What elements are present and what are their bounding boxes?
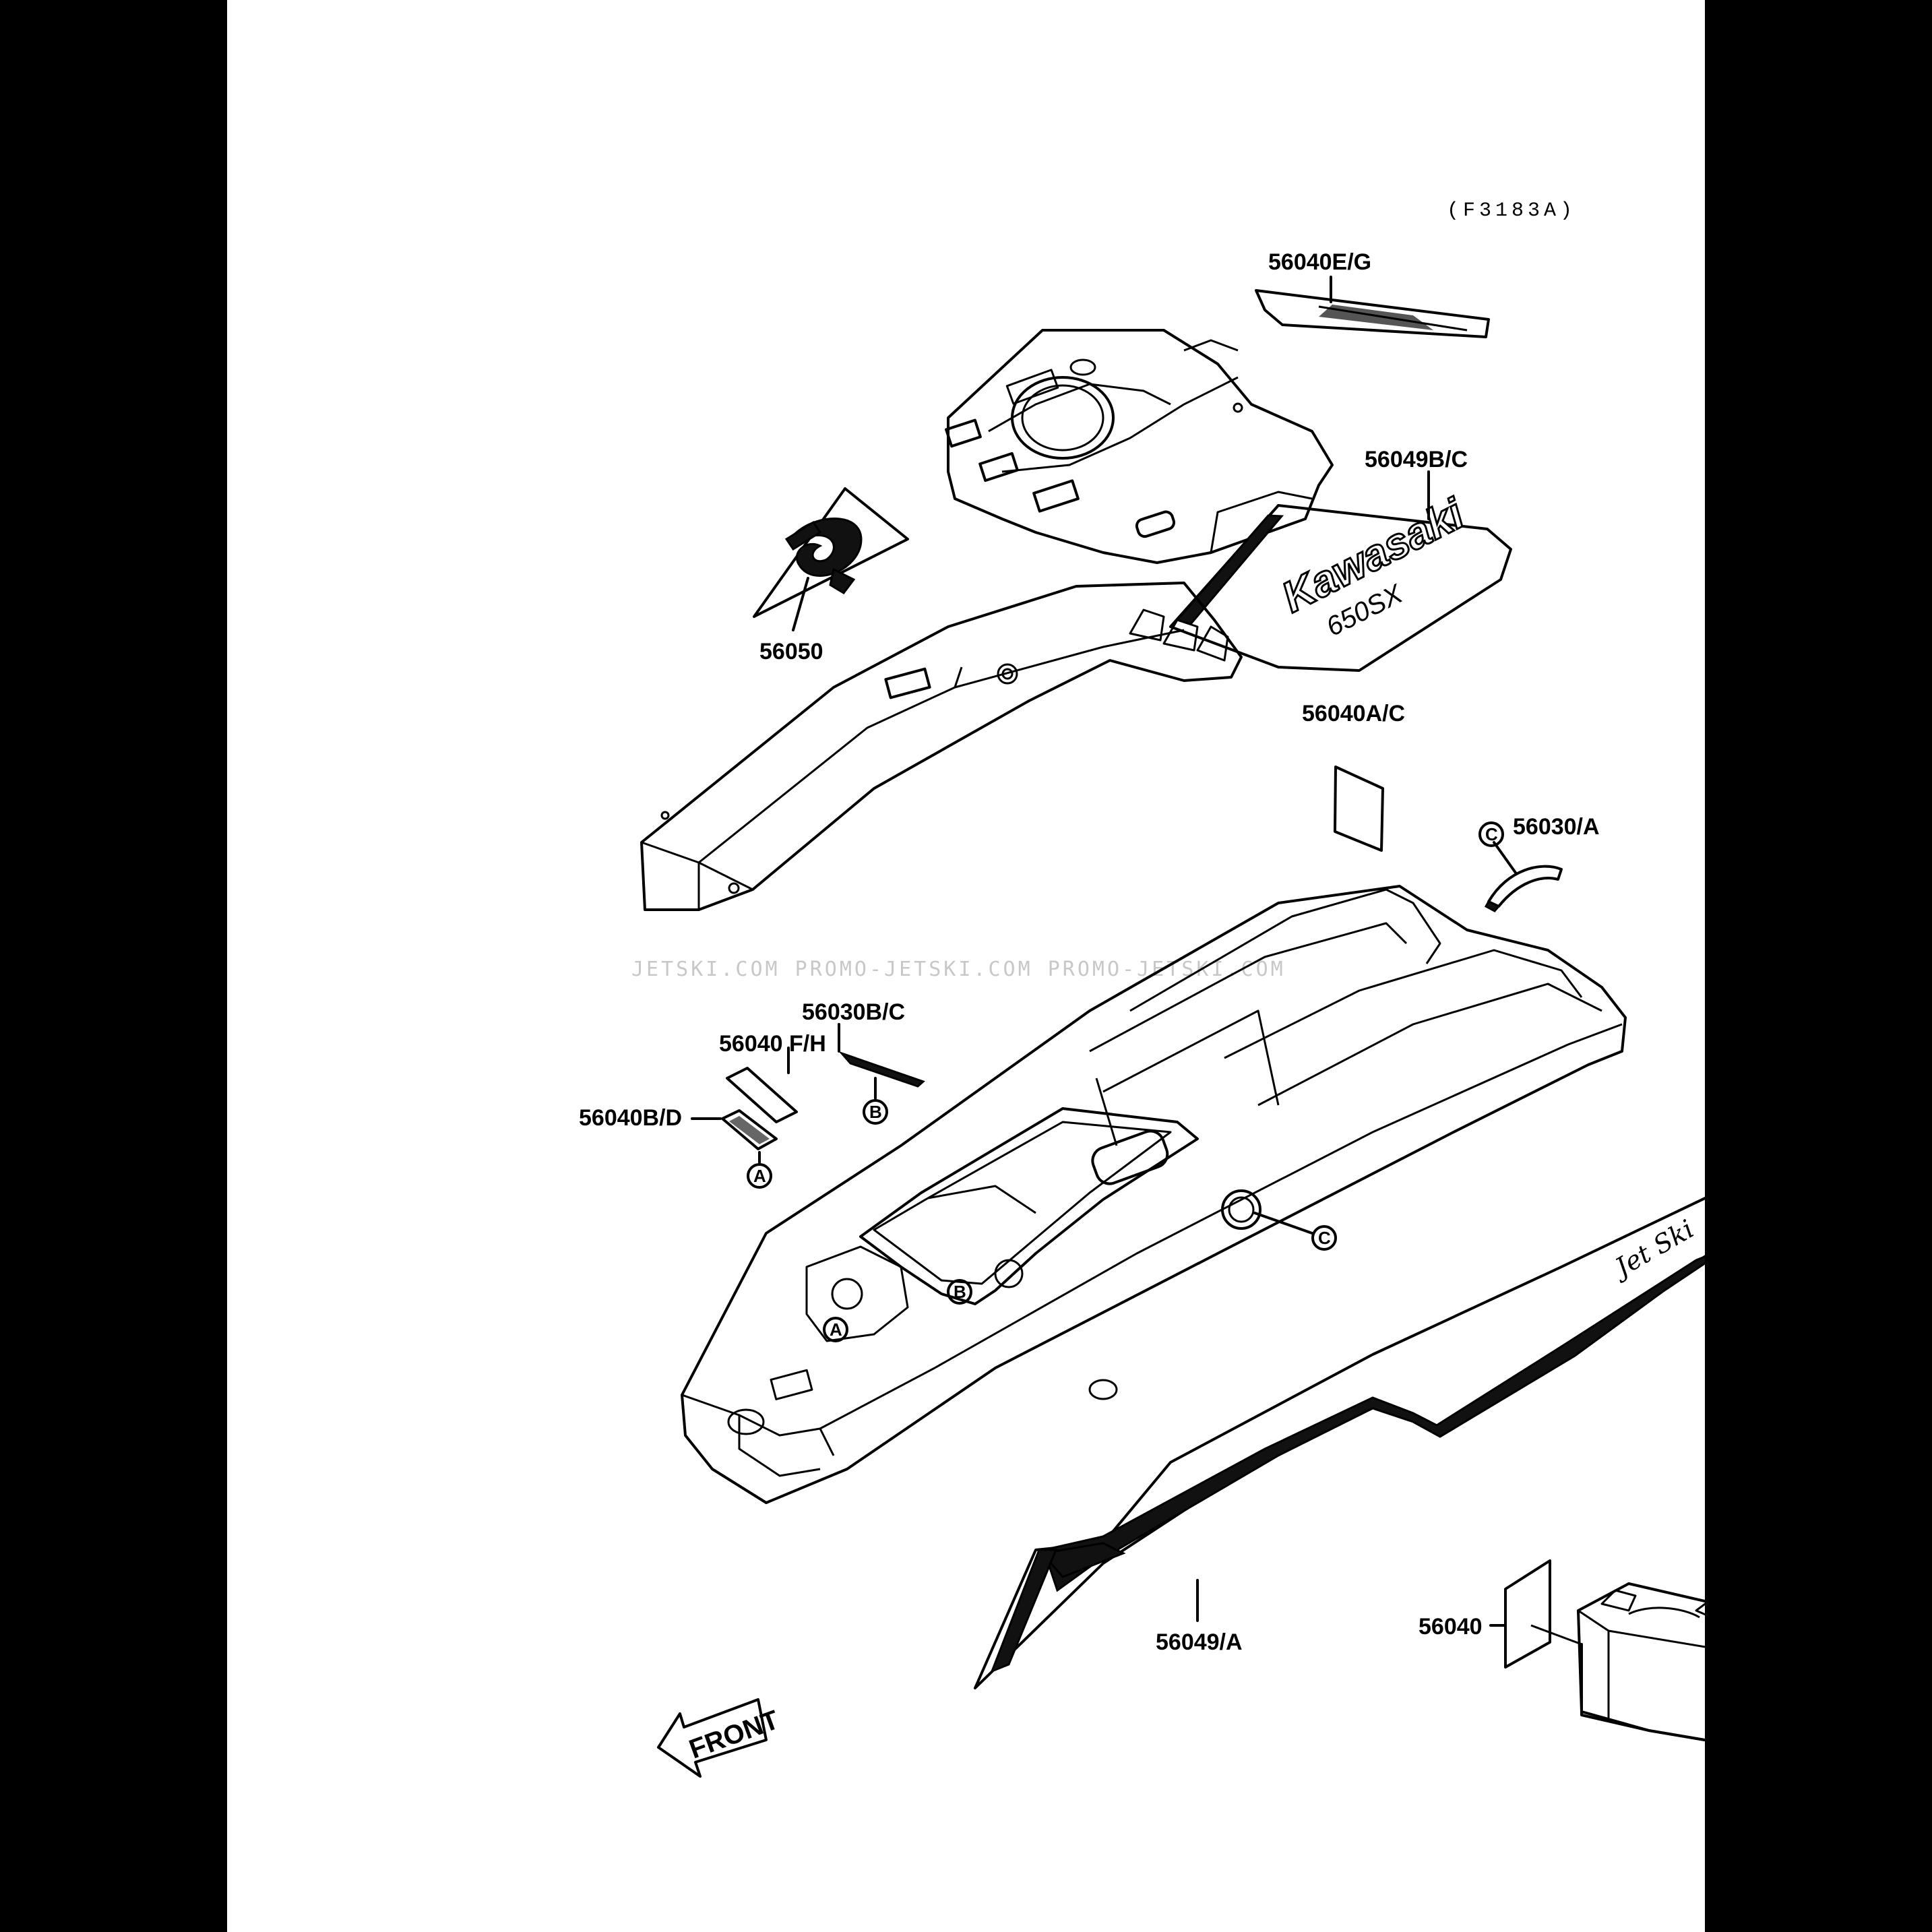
label-56040ac: 56040A/C <box>1302 701 1405 726</box>
parts-diagram-sheet: (F3183A) JETSKI.COM PROMO-JETSKI.COM PRO… <box>227 0 1705 1932</box>
marker-b-ring-hull <box>947 1279 972 1305</box>
decal-56030a <box>1484 841 1563 912</box>
front-direction-arrow: FRONT <box>657 1698 783 1778</box>
label-56040bd: 56040B/D <box>579 1105 682 1131</box>
marker-b-ring <box>863 1099 888 1125</box>
label-56040fh: 56040 F/H <box>719 1031 826 1057</box>
rear-cover-part <box>945 329 1334 564</box>
decal-56030bc <box>838 1051 925 1088</box>
marker-c-label-hull: C <box>1318 1228 1331 1248</box>
decal-56050 <box>753 487 909 618</box>
marker-c-label: C <box>1485 824 1498 844</box>
exploded-view-diagram: (F3183A) JETSKI.COM PROMO-JETSKI.COM PRO… <box>579 199 1705 1778</box>
decal-56040 <box>1504 1559 1551 1669</box>
decal-56049a: Jet Ski <box>974 1196 1705 1689</box>
hull-part <box>681 885 1627 1504</box>
label-56030a: 56030/A <box>1513 814 1600 840</box>
marker-b-label-hull: B <box>954 1282 966 1302</box>
decal-56040eg <box>1255 289 1490 338</box>
decal-56040fh <box>726 1067 798 1123</box>
marker-b-label: B <box>869 1102 882 1122</box>
marker-a-ring-hull <box>823 1317 848 1342</box>
marker-a-label: A <box>753 1166 766 1186</box>
marker-c-ring-hull <box>1311 1225 1337 1251</box>
handle-pole-cover-part <box>640 582 1243 911</box>
label-56040eg: 56040E/G <box>1268 249 1371 275</box>
decal-56049bc: Kawasaki 650SX <box>1169 488 1512 672</box>
label-56049a: 56049/A <box>1156 1629 1243 1655</box>
decal-56040bd <box>721 1109 778 1150</box>
figure-reference: (F3183A) <box>1447 199 1576 222</box>
label-56030bc: 56030B/C <box>802 999 905 1025</box>
marker-a-ring <box>747 1163 772 1189</box>
marker-c-ring <box>1478 821 1504 847</box>
marker-a-label-hull: A <box>830 1319 842 1340</box>
label-56049bc: 56049B/C <box>1365 447 1468 472</box>
decal-56040ac <box>1334 766 1384 852</box>
label-56050: 56050 <box>759 639 823 664</box>
label-56040: 56040 <box>1419 1614 1483 1640</box>
battery-part <box>1577 1582 1705 1742</box>
front-arrow-label: FRONT <box>685 1705 783 1764</box>
